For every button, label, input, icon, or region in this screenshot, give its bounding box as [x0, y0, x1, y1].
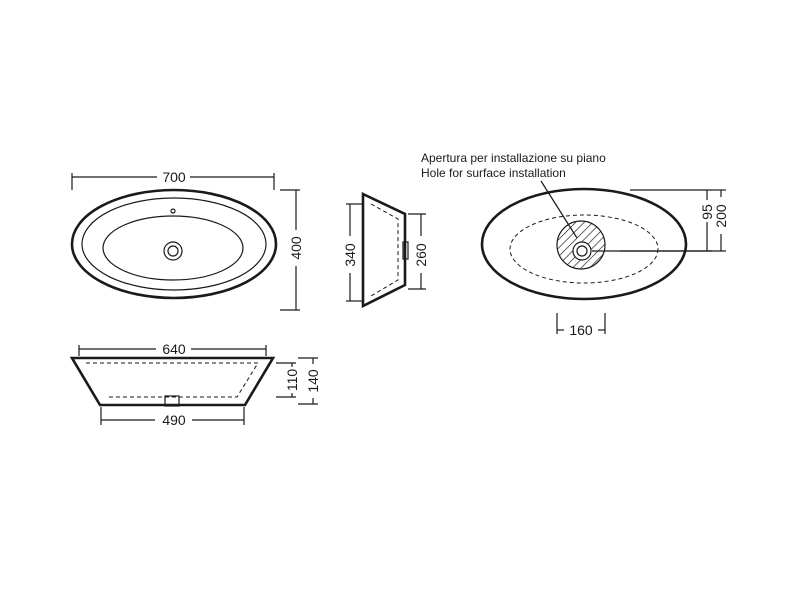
installation-view: Apertura per installazione su piano Hole… — [421, 151, 729, 338]
annotation-italian: Apertura per installazione su piano — [421, 151, 606, 165]
dimension-hole-offset: 95 — [630, 189, 715, 251]
basin-bowl — [102, 215, 244, 281]
front-inner-profile — [86, 362, 259, 398]
dimension-hole-diameter: 160 — [556, 313, 606, 338]
installation-outline — [480, 187, 688, 301]
drain-inner — [576, 245, 588, 257]
label-110: 110 — [284, 369, 300, 392]
dimension-top-depth: 400 — [280, 189, 304, 311]
annotation-english: Hole for surface installation — [421, 166, 566, 180]
front-view: 640 490 110 140 — [69, 341, 321, 428]
side-profile — [361, 191, 407, 309]
side-inner-profile — [370, 203, 399, 297]
dimension-front-inner-height: 110 — [276, 362, 300, 398]
label-640: 640 — [162, 341, 186, 357]
dimension-side-inner: 260 — [408, 213, 429, 290]
front-profile — [69, 356, 276, 407]
dimension-front-top: 640 — [78, 341, 267, 357]
basin-inner-rim — [81, 197, 267, 291]
top-view: 700 400 — [70, 169, 304, 311]
label-140: 140 — [305, 369, 321, 393]
dimension-top-width: 700 — [71, 169, 275, 190]
side-view: 340 260 — [342, 191, 429, 309]
label-260: 260 — [413, 243, 429, 267]
side-drain-fitting — [402, 241, 409, 260]
label-400: 400 — [288, 236, 304, 260]
label-95: 95 — [699, 204, 715, 220]
label-490: 490 — [162, 412, 186, 428]
dimension-hole-span: 200 — [620, 189, 729, 252]
label-200: 200 — [713, 204, 729, 228]
dimension-front-total-height: 140 — [298, 357, 321, 405]
label-700: 700 — [162, 169, 186, 185]
basin-outer-rim — [70, 188, 278, 300]
overflow-hole — [170, 208, 176, 214]
drain-outer — [163, 241, 183, 261]
label-340: 340 — [342, 243, 358, 267]
dimension-front-bottom: 490 — [100, 407, 245, 428]
drain-outer — [572, 241, 592, 261]
dimension-side-outer: 340 — [342, 203, 362, 302]
drain-inner — [167, 245, 179, 257]
label-160: 160 — [569, 322, 593, 338]
front-drain-fitting — [164, 395, 180, 407]
installation-bowl-outline — [509, 214, 659, 284]
